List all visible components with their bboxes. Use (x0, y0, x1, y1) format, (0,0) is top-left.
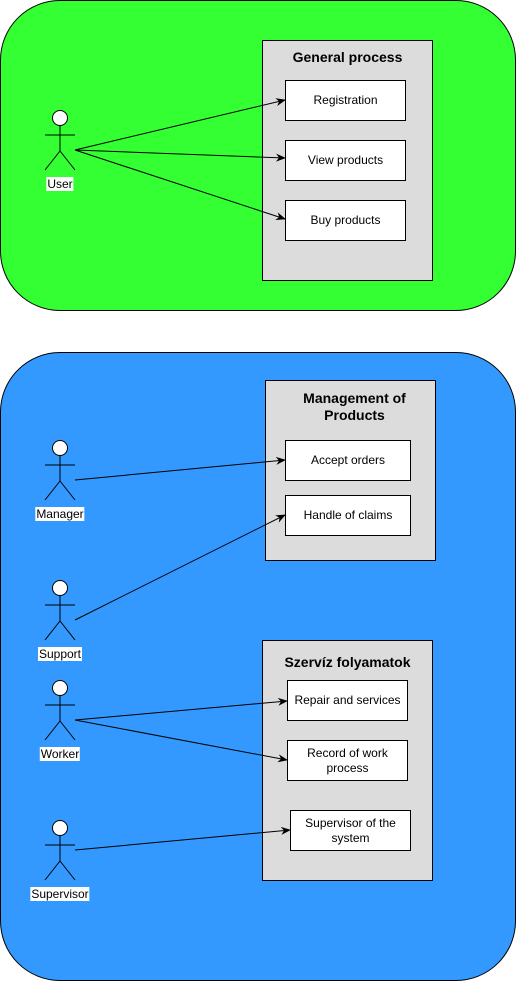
arrow-user-buy-products[interactable] (74, 149, 286, 220)
usecase-supervisor-of-the-system[interactable]: Supervisor of the system (290, 810, 411, 851)
usecase-repair-and-services[interactable]: Repair and services (287, 680, 408, 721)
actor-label-supervisor: Supervisor (30, 887, 90, 901)
actor-supervisor-icon[interactable] (44, 820, 76, 881)
arrow-support-handle-claims[interactable] (74, 514, 286, 621)
arrow-worker-repair[interactable] (74, 697, 288, 721)
arrow-user-view-products[interactable] (74, 149, 286, 162)
actor-manager-icon[interactable] (44, 440, 76, 501)
actor-label-support: Support (37, 647, 83, 661)
group-title: General process (292, 49, 403, 65)
usecase-view-products[interactable]: View products (285, 140, 406, 181)
usecase-buy-products[interactable]: Buy products (285, 200, 406, 241)
actor-worker-icon[interactable] (44, 680, 76, 741)
group-title: Management of Products (303, 390, 406, 423)
actor-support-icon[interactable] (44, 580, 76, 641)
actor-label-manager: Manager (35, 507, 85, 521)
actor-label-user: User (46, 177, 74, 191)
usecase-record-of-work-process[interactable]: Record of work process (287, 740, 408, 781)
arrow-worker-record[interactable] (74, 719, 288, 763)
usecase-registration[interactable]: Registration (285, 80, 406, 121)
arrow-supervisor-system[interactable] (74, 826, 291, 851)
arrow-user-registration[interactable] (74, 98, 286, 151)
usecase-accept-orders[interactable]: Accept orders (285, 440, 411, 481)
actor-user-icon[interactable] (44, 110, 76, 171)
group-title: Szervíz folyamatok (284, 654, 411, 670)
arrow-manager-accept-orders[interactable] (74, 456, 286, 481)
actor-label-worker: Worker (39, 747, 81, 761)
